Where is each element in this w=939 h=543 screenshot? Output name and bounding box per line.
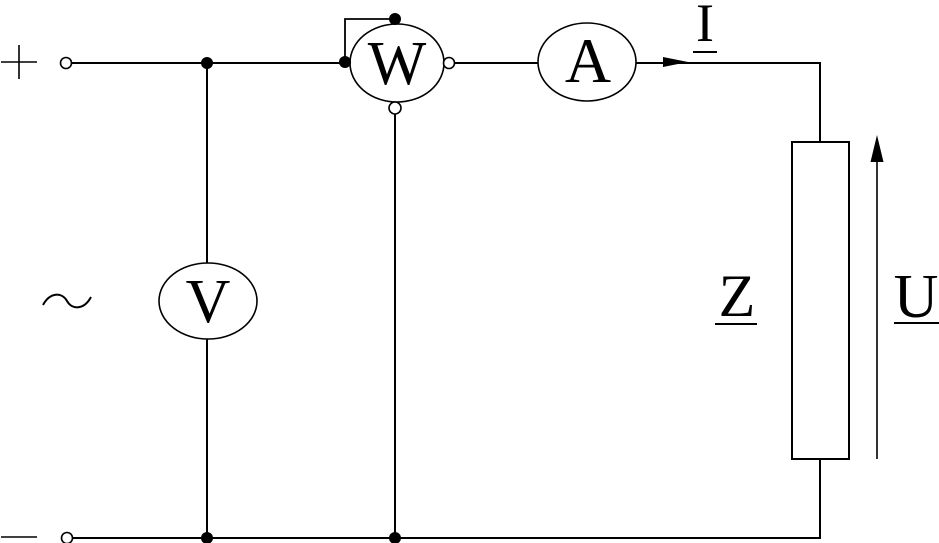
voltmeter-letter: V xyxy=(185,268,231,336)
voltage-arrow-icon xyxy=(870,135,884,162)
terminals xyxy=(59,56,456,543)
junction-dot xyxy=(201,57,213,69)
wattmeter-voltage-terminal xyxy=(388,101,402,115)
junction-dot xyxy=(201,532,213,543)
source-negative-terminal xyxy=(60,531,74,543)
voltmeter-body xyxy=(158,262,258,340)
voltage-label: U xyxy=(893,263,939,331)
junction-dot xyxy=(389,532,401,543)
current-label: I xyxy=(696,0,714,53)
ammeter-letter: A xyxy=(564,25,612,96)
junction-dot xyxy=(389,13,401,25)
voltage-label-underline xyxy=(894,322,939,324)
current-label-underline xyxy=(693,51,717,53)
impedance-label: Z xyxy=(718,263,756,329)
impedance-body xyxy=(791,141,850,460)
ammeter-body xyxy=(537,22,637,102)
current-arrow-icon xyxy=(663,57,688,67)
junction-dot xyxy=(339,56,351,68)
wattmeter-letter: W xyxy=(367,30,427,98)
impedance-label-underline xyxy=(715,323,757,325)
ac-source-icon xyxy=(42,293,92,309)
junction-dots xyxy=(201,13,401,543)
wattmeter-right-terminal xyxy=(442,56,456,70)
source-positive-icon xyxy=(1,45,37,79)
instrument-bodies xyxy=(158,22,850,460)
source-positive-terminal xyxy=(59,56,73,70)
wattmeter-bracket xyxy=(344,18,395,62)
